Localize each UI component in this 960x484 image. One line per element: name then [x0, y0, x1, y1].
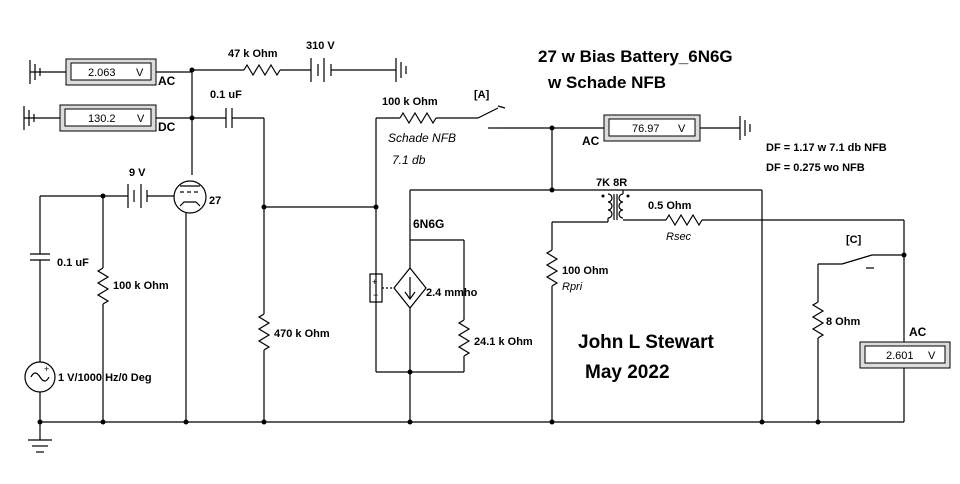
resistor-schade-label: 100 k Ohm — [382, 96, 438, 108]
junction-dot — [407, 369, 413, 375]
schade-db-label: 7.1 db — [392, 153, 426, 167]
resistor-secondary-label: 0.5 Ohm — [648, 200, 692, 212]
meter-unit: V — [136, 67, 144, 79]
junction-dot — [183, 419, 189, 425]
resistor-plate-load — [243, 63, 281, 77]
author-name: John L Stewart — [578, 332, 715, 353]
ground-symbol — [739, 116, 751, 140]
switch-c — [841, 254, 874, 269]
resistor-primary-label: 100 Ohm — [562, 265, 609, 277]
transformer-label: 7K 8R — [596, 177, 627, 189]
dependent-current-source — [393, 267, 427, 309]
transformer — [601, 193, 630, 220]
switch-a-label: [A] — [474, 89, 490, 101]
voltmeter-plate-ac: 76.97 V — [603, 114, 701, 142]
ac-source-label: 1 V/1000 Hz/0 Deg — [58, 372, 152, 384]
meter-value: 2.063 — [88, 67, 116, 79]
meter-mode-label: AC — [158, 74, 176, 88]
schade-nfb-label: Schade NFB — [388, 131, 456, 145]
meter-value: 76.97 — [632, 123, 660, 135]
resistor-primary-name: Rpri — [562, 281, 583, 293]
svg-text:+: + — [372, 277, 377, 287]
meter-value: 130.2 — [88, 113, 116, 125]
svg-text:+: + — [44, 364, 49, 374]
resistor-input — [96, 267, 110, 305]
capacitor-coupling-label: 0.1 uF — [210, 89, 242, 101]
resistor-plate-load-label: 47 k Ohm — [228, 48, 278, 60]
resistor-load — [811, 301, 825, 339]
resistor-secondary — [665, 213, 703, 227]
capacitor-input — [30, 253, 50, 261]
resistor-internal-label: 24.1 k Ohm — [474, 336, 533, 348]
switch-c-label: [C] — [846, 234, 862, 246]
resistor-grid — [257, 313, 271, 351]
output-tube-label: 6N6G — [413, 217, 444, 231]
schematic-title: 27 w Bias Battery_6N6G — [538, 47, 733, 66]
resistor-grid-label: 470 k Ohm — [274, 328, 330, 340]
triode-label: 27 — [209, 195, 221, 207]
junction-dot — [37, 419, 43, 425]
capacitor-input-label: 0.1 uF — [57, 257, 89, 269]
battery-bias — [127, 184, 148, 208]
transconductance-label: 2.4 mmho — [426, 287, 478, 299]
voltmeter-dc: 130.2 V — [59, 104, 157, 132]
meter-mode-label: DC — [158, 120, 176, 134]
df-note-1: DF = 1.17 w 7.1 db NFB — [766, 142, 887, 154]
voltmeter-input-ac: 2.063 V — [65, 58, 157, 86]
meter-unit: V — [678, 123, 686, 135]
schematic-subtitle: w Schade NFB — [547, 73, 666, 92]
meter-unit: V — [137, 113, 145, 125]
resistor-input-label: 100 k Ohm — [113, 280, 169, 292]
voltmeter-output-ac: 2.601 V — [859, 341, 951, 369]
author-date: May 2022 — [585, 362, 670, 383]
battery-supply — [310, 58, 332, 82]
meter-mode-label: AC — [909, 325, 927, 339]
switch-a — [477, 105, 506, 129]
resistor-load-label: 8 Ohm — [826, 316, 860, 328]
supply-voltage-label: 310 V — [306, 40, 335, 52]
meter-unit: V — [928, 350, 936, 362]
svg-text:−: − — [373, 290, 378, 300]
meter-value: 2.601 — [886, 350, 914, 362]
resistor-secondary-name: Rsec — [666, 231, 692, 243]
junction-dot — [100, 419, 106, 425]
capacitor-coupling — [225, 108, 233, 128]
meter-mode-label: AC — [582, 134, 600, 148]
battery-bias-label: 9 V — [129, 167, 146, 179]
resistor-schade — [399, 111, 437, 125]
resistor-primary — [545, 249, 559, 287]
resistor-internal — [457, 319, 471, 357]
df-note-2: DF = 0.275 wo NFB — [766, 162, 865, 174]
ac-source: + — [24, 361, 56, 393]
junction-dot — [261, 419, 267, 425]
control-port: + − — [369, 273, 394, 303]
ground-symbol — [28, 439, 52, 453]
junction-dot — [189, 67, 195, 73]
ground-symbol — [395, 58, 407, 82]
triode-tube — [173, 180, 207, 214]
